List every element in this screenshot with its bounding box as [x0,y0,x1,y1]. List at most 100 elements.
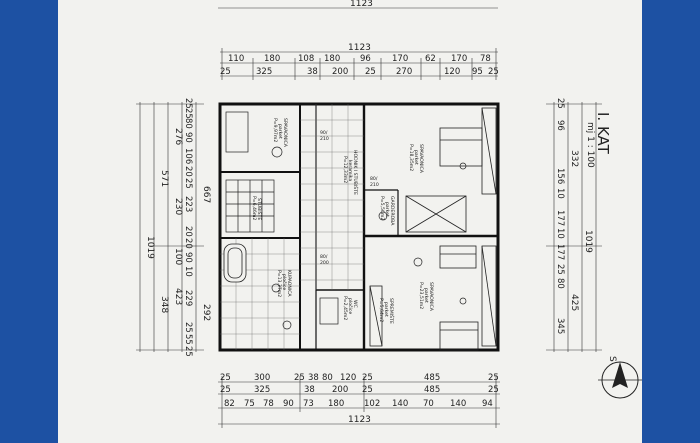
left-b-6: 20 [183,166,193,177]
right-a-4: 345 [555,318,565,334]
left-mid-1: 571 [159,170,169,187]
bot1-5: 80 [322,373,333,383]
left-a-2: 230 [173,198,183,215]
tile-hatching [220,104,364,350]
bottom-row2-labels: 25 325 38 200 25 485 25 [220,385,499,395]
hall-name: HODNIK I STUBIŠTE [352,150,359,195]
top-dim-4: 180 [324,54,340,64]
bot1-1: 25 [220,373,231,383]
storage-area: P=5,64m2 [378,298,384,322]
door-label-2: 210 [320,136,329,142]
sanitary-fixtures [225,111,467,330]
right-b-4: 10 [555,228,565,239]
sheet-title: I. KAT [594,112,612,155]
bot3-6: 180 [328,399,344,409]
stairs-name: STUBIŠTE [256,198,263,220]
bedroom-ne-name: SPAVAONICA [418,144,424,174]
storage-name: SPREMIŠTE [388,298,395,324]
bot1-9: 25 [488,373,499,383]
bedroom-nw-area: P=9,97m2 [272,118,278,142]
right-b-1: 25 [555,98,565,109]
room-label-wardrobe: GARDEROBA parket P=5,56m2 [379,196,395,226]
bot3-1: 82 [224,399,235,409]
left-b-3: 80 [183,118,193,129]
left-b-5: 106 [183,148,193,164]
floor-plan-drawing: 1123 1123 110 180 108 180 96 170 62 170 … [136,0,642,428]
north-arrow-icon [598,361,642,399]
left-a-4: 423 [173,288,183,305]
bathroom-w-floor: pločice [281,274,288,290]
right-mid-1: 332 [569,150,579,167]
left-inner-b-labels: 25 25 80 90 106 20 25 223 20 20 90 10 22… [183,98,193,357]
bot2-5: 25 [362,385,373,395]
bot3-9: 70 [423,399,434,409]
left-b-16: 25 [183,346,193,357]
room-label-wc: WC pločice P=2,45m2 [342,296,358,320]
room-label-hall: HODNIK I STUBIŠTE keramika P=12,33m2 [342,150,359,195]
left-b-2: 25 [183,108,193,119]
right-b-3: 10 [555,188,565,199]
bot3-3: 78 [263,399,274,409]
room-label-bathroom-w: KUPAONICA pločice P=13,37m2 [276,270,292,297]
right-labels: 25 96 156 10 177 10 177 25 80 345 332 42… [555,98,593,334]
bot1-2: 300 [254,373,270,383]
left-a-3: 100 [173,248,183,265]
top-dim2-3: 38 [307,67,318,77]
left-b-8: 223 [183,196,193,212]
bottom-row1-labels: 25 300 25 38 80 120 25 485 25 [220,373,499,383]
top-dim-7: 62 [425,54,436,64]
storage-floor: parket [383,302,389,317]
right-a-1: 156 [555,168,565,184]
top-dim-6: 170 [392,54,408,64]
bottom-row3-labels: 82 75 78 90 73 180 102 140 70 140 94 [224,399,493,409]
bot2-1: 25 [220,385,231,395]
wardrobe-area: P=5,56m2 [379,196,385,220]
top-dim-5: 96 [360,54,371,64]
left-c-2: 292 [201,304,211,321]
staircase [225,179,275,233]
bed-icon-s [439,321,479,351]
wardrobe-name: GARDEROBA [389,196,395,226]
wardrobe-units [369,107,497,347]
bot1-3: 25 [294,373,305,383]
room-label-storage: SPREMIŠTE parket P=5,64m2 [378,298,395,324]
bot2-6: 485 [424,385,440,395]
hall-floor: keramika [347,160,353,181]
left-b-14: 25 [183,322,193,333]
room-label-bedroom-nw: SPAVAONICA parket P=9,97m2 [272,118,288,148]
right-a-2: 177 [555,210,565,226]
top-dim-2: 180 [264,54,280,64]
right-a-3: 177 [555,244,565,260]
bot3-8: 140 [392,399,408,409]
bot3-7: 102 [364,399,380,409]
top-overall-dim: 1123 [350,0,373,9]
right-outer-dim: 1019 [583,230,593,253]
wc-floor: pločice [347,298,354,314]
stairs-area: P=6,46m2 [251,196,257,220]
top-dim2-4: 200 [332,67,348,77]
bedroom-s-area: P=23,51m2 [418,282,424,309]
top-dim-8: 170 [451,54,467,64]
left-b-15: 55 [183,334,193,345]
top-dim2-1: 25 [220,67,231,77]
sheet-scale: mj 1 : 100 [585,122,595,168]
left-outer-dim: 1019 [145,236,155,259]
left-b-13: 229 [183,290,193,306]
door-label-3: 80/ [370,176,378,182]
top-total-dim: 1123 [348,43,371,53]
top-row2-labels: 25 325 38 200 25 270 120 95 25 [220,67,499,77]
right-b-5: 25 [555,264,565,275]
door-label-6: 200 [320,260,329,266]
left-b-12: 10 [183,266,193,277]
left-mid-2: 348 [159,296,169,313]
bedroom-s-name: SPAVAONICA [428,282,434,312]
top-dim2-7: 120 [444,67,460,77]
room-label-bedroom-ne: SPAVAONICA parket P=18,35m2 [408,144,424,174]
room-label-bedroom-s: SPAVAONICA parket P=23,51m2 [418,282,434,312]
left-b-9: 20 [183,226,193,237]
left-b-11: 90 [183,252,193,263]
hall-area: P=12,33m2 [342,156,348,183]
left-a-1: 276 [173,128,183,145]
bedroom-ne-area: P=18,35m2 [408,144,414,171]
